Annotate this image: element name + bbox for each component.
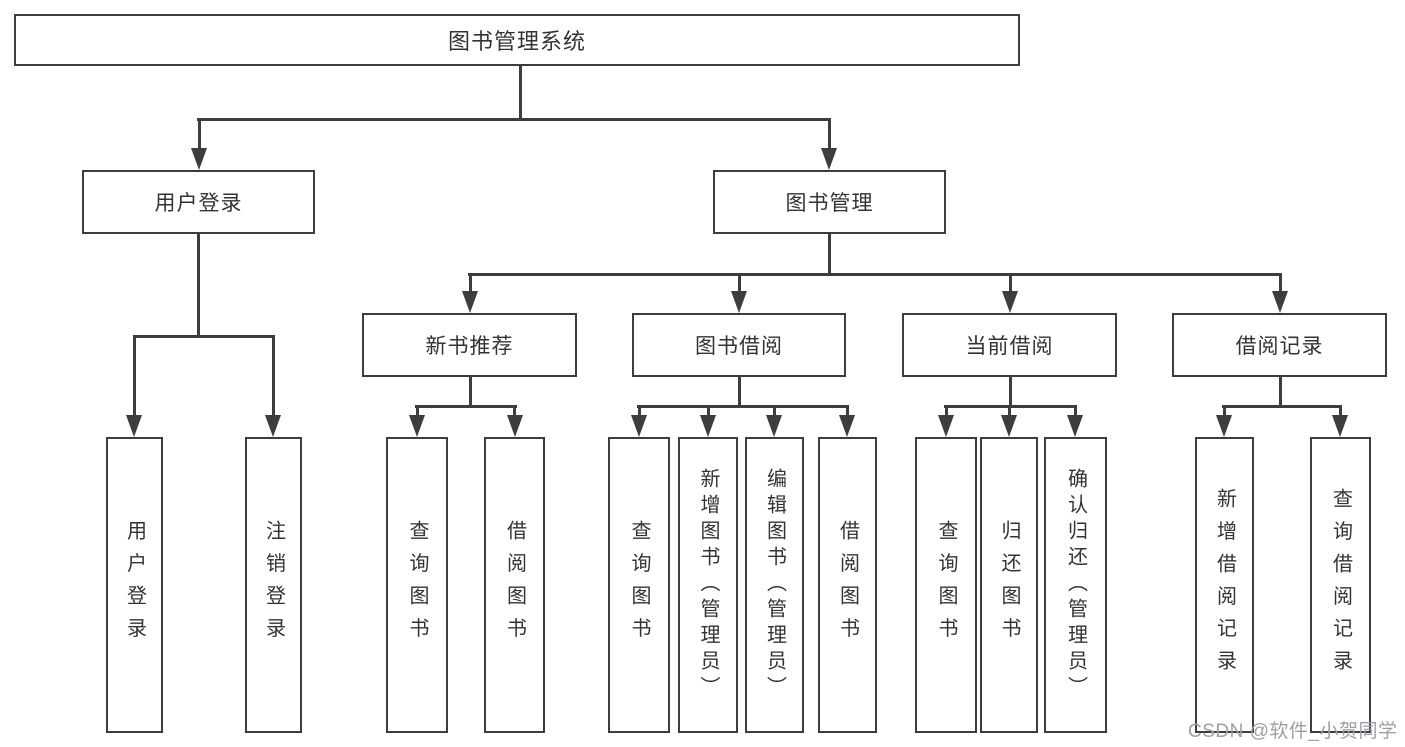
arrow-down-icon [507, 415, 523, 437]
arrow-down-icon [191, 148, 207, 170]
leaf-logout: 注销登录 [245, 437, 302, 733]
leaf-add-borrow-record-label: 新增借阅记录 [1213, 487, 1236, 683]
leaf-current-query-books-label: 查询图书 [935, 520, 957, 650]
arrow-down-icon [839, 415, 855, 437]
node-library-system: 图书管理系统 [14, 14, 1020, 66]
connector-line [1339, 405, 1342, 419]
arrow-down-icon [1001, 415, 1017, 437]
connector-line [1279, 377, 1282, 408]
leaf-recommend-query-books: 查询图书 [386, 437, 448, 733]
connector-line [1223, 405, 1226, 419]
leaf-query-borrow-record: 查询借阅记录 [1310, 437, 1371, 733]
leaf-return-books: 归还图书 [980, 437, 1038, 733]
leaf-query-borrow-record-label: 查询借阅记录 [1329, 487, 1352, 683]
connector-line [1279, 273, 1282, 295]
connector-line [197, 234, 200, 338]
arrow-down-icon [938, 415, 954, 437]
connector-line [416, 405, 419, 419]
leaf-borrow-query-books-label: 查询图书 [628, 520, 650, 650]
arrow-down-icon [766, 415, 782, 437]
node-new-book-recommend: 新书推荐 [362, 313, 577, 377]
leaf-edit-books-admin-label: 编辑图书（管理员） [763, 468, 786, 702]
leaf-recommend-borrow-books: 借阅图书 [484, 437, 545, 733]
leaf-current-query-books: 查询图书 [915, 437, 977, 733]
arrow-down-icon [462, 291, 478, 313]
leaf-return-books-label: 归还图书 [998, 520, 1020, 650]
arrow-down-icon [731, 291, 747, 313]
connector-line [707, 405, 710, 419]
connector-line [773, 405, 776, 419]
leaf-edit-books-admin: 编辑图书（管理员） [745, 437, 804, 733]
arrow-down-icon [1332, 415, 1348, 437]
node-borrow-records-label: 借阅记录 [1235, 335, 1324, 358]
arrow-down-icon [1272, 291, 1288, 313]
node-book-borrow: 图书借阅 [632, 313, 846, 377]
arrow-down-icon [126, 415, 142, 437]
leaf-add-books-admin-label: 新增图书（管理员） [697, 468, 719, 702]
connector-line [415, 405, 517, 408]
connector-line [846, 405, 849, 419]
arrow-down-icon [1216, 415, 1232, 437]
arrow-down-icon [700, 415, 716, 437]
leaf-add-books-admin: 新增图书（管理员） [678, 437, 738, 733]
connector-line [198, 118, 201, 152]
connector-line [828, 118, 831, 152]
leaf-add-borrow-record: 新增借阅记录 [1195, 437, 1254, 733]
connector-line [469, 273, 472, 295]
arrow-down-icon [265, 415, 281, 437]
connector-line [945, 405, 948, 419]
arrow-down-icon [1067, 415, 1083, 437]
connector-line [637, 405, 849, 408]
arrow-down-icon [821, 148, 837, 170]
connector-line [828, 234, 831, 276]
node-library-system-label: 图书管理系统 [447, 29, 586, 54]
connector-line [519, 66, 522, 121]
connector-line [1074, 405, 1077, 419]
node-user-login: 用户登录 [82, 170, 315, 234]
connector-line [1008, 405, 1011, 419]
leaf-user-login-label: 用户登录 [123, 520, 146, 650]
leaf-logout-label: 注销登录 [262, 520, 285, 650]
connector-line [469, 377, 472, 408]
node-current-borrow-label: 当前借阅 [965, 335, 1054, 358]
leaf-recommend-borrow-books-label: 借阅图书 [503, 520, 526, 650]
connector-line [1222, 405, 1341, 408]
connector-line [738, 377, 741, 408]
connector-line [133, 335, 275, 338]
connector-line [638, 405, 641, 419]
arrow-down-icon [409, 415, 425, 437]
arrow-down-icon [1002, 291, 1018, 313]
leaf-confirm-return-admin-label: 确认归还（管理员） [1064, 468, 1087, 702]
node-user-login-label: 用户登录 [154, 192, 243, 215]
node-book-management: 图书管理 [713, 170, 946, 234]
connector-line [197, 118, 831, 121]
connector-line [468, 273, 1282, 276]
node-new-book-recommend-label: 新书推荐 [425, 335, 514, 358]
leaf-confirm-return-admin: 确认归还（管理员） [1044, 437, 1107, 733]
node-book-management-label: 图书管理 [785, 192, 874, 215]
leaf-borrow-query-books: 查询图书 [608, 437, 670, 733]
arrow-down-icon [631, 415, 647, 437]
node-current-borrow: 当前借阅 [902, 313, 1117, 377]
connector-line [1009, 377, 1012, 408]
connector-line [738, 273, 741, 295]
connector-line [1009, 273, 1012, 295]
leaf-user-login: 用户登录 [106, 437, 163, 733]
connector-line [272, 335, 275, 419]
connector-line [133, 335, 136, 419]
node-book-borrow-label: 图书借阅 [695, 335, 783, 358]
watermark: CSDN @软件_小贺同学 [1188, 721, 1398, 742]
node-borrow-records: 借阅记录 [1172, 313, 1387, 377]
connector-line [513, 405, 516, 419]
leaf-recommend-query-books-label: 查询图书 [406, 520, 428, 650]
leaf-borrow-books-label: 借阅图书 [836, 520, 859, 650]
leaf-borrow-books: 借阅图书 [818, 437, 877, 733]
